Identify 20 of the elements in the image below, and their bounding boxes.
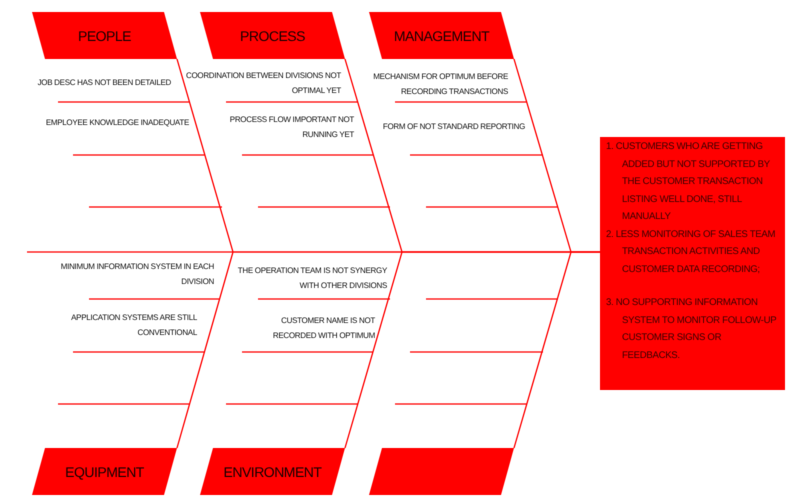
category-label: EQUIPMENT: [65, 464, 144, 480]
cause-text: APPLICATION SYSTEMS ARE STILL CONVENTIONAL: [70, 312, 197, 339]
category-label: MANAGEMENT: [394, 28, 490, 44]
cause-text: EMPLOYEE KNOWLEDGE INADEQUATE: [44, 117, 189, 129]
cause-text: COORDINATION BETWEEN DIVISIONS NOT OPTIMAL YET: [185, 70, 341, 97]
effect-box: [600, 137, 785, 390]
bone-line: [513, 251, 600, 448]
cause-text: JOB DESC HAS NOT BEEN DETAILED: [36, 77, 171, 89]
cause-text: THE OPERATION TEAM IS NOT SYNERGY WITH OTHER DIVISIONS: [236, 265, 387, 292]
cause-text: FORM OF NOT STANDARD REPORTING: [382, 121, 525, 133]
effect-list-item: 2. LESS MONITORING OF SALES TEAM TRANSACTION ACTIVITIES AND CUSTOMER DATA RECORDING;: [605, 228, 776, 276]
cause-text: PROCESS FLOW IMPORTANT NOT RUNNING YET: [228, 114, 354, 141]
category-label: PROCESS: [240, 28, 305, 44]
cause-text: MECHANISM FOR OPTIMUM BEFORE RECORDING TRANSACTIONS: [372, 71, 508, 98]
category-label: ENVIRONMENT: [224, 464, 322, 480]
cause-text: MINIMUM INFORMATION SYSTEM IN EACH DIVISION: [60, 261, 214, 288]
effect-list-item: 3. NO SUPPORTING INFORMATION SYSTEM TO MONITOR FOLLOW-UP CUSTOMER SIGNS OR FEEDBACKS.: [605, 296, 778, 362]
category-label: PEOPLE: [78, 28, 132, 44]
effect-list-item: 1. CUSTOMERS WHO ARE GETTING ADDED BUT NOT SUPPORTED BY THE CUSTOMER TRANSACTION LISTING WELL DONE, STILL MANUALLY: [605, 140, 771, 224]
cause-text: CUSTOMER NAME IS NOT RECORDED WITH OPTIMUM: [272, 315, 375, 342]
